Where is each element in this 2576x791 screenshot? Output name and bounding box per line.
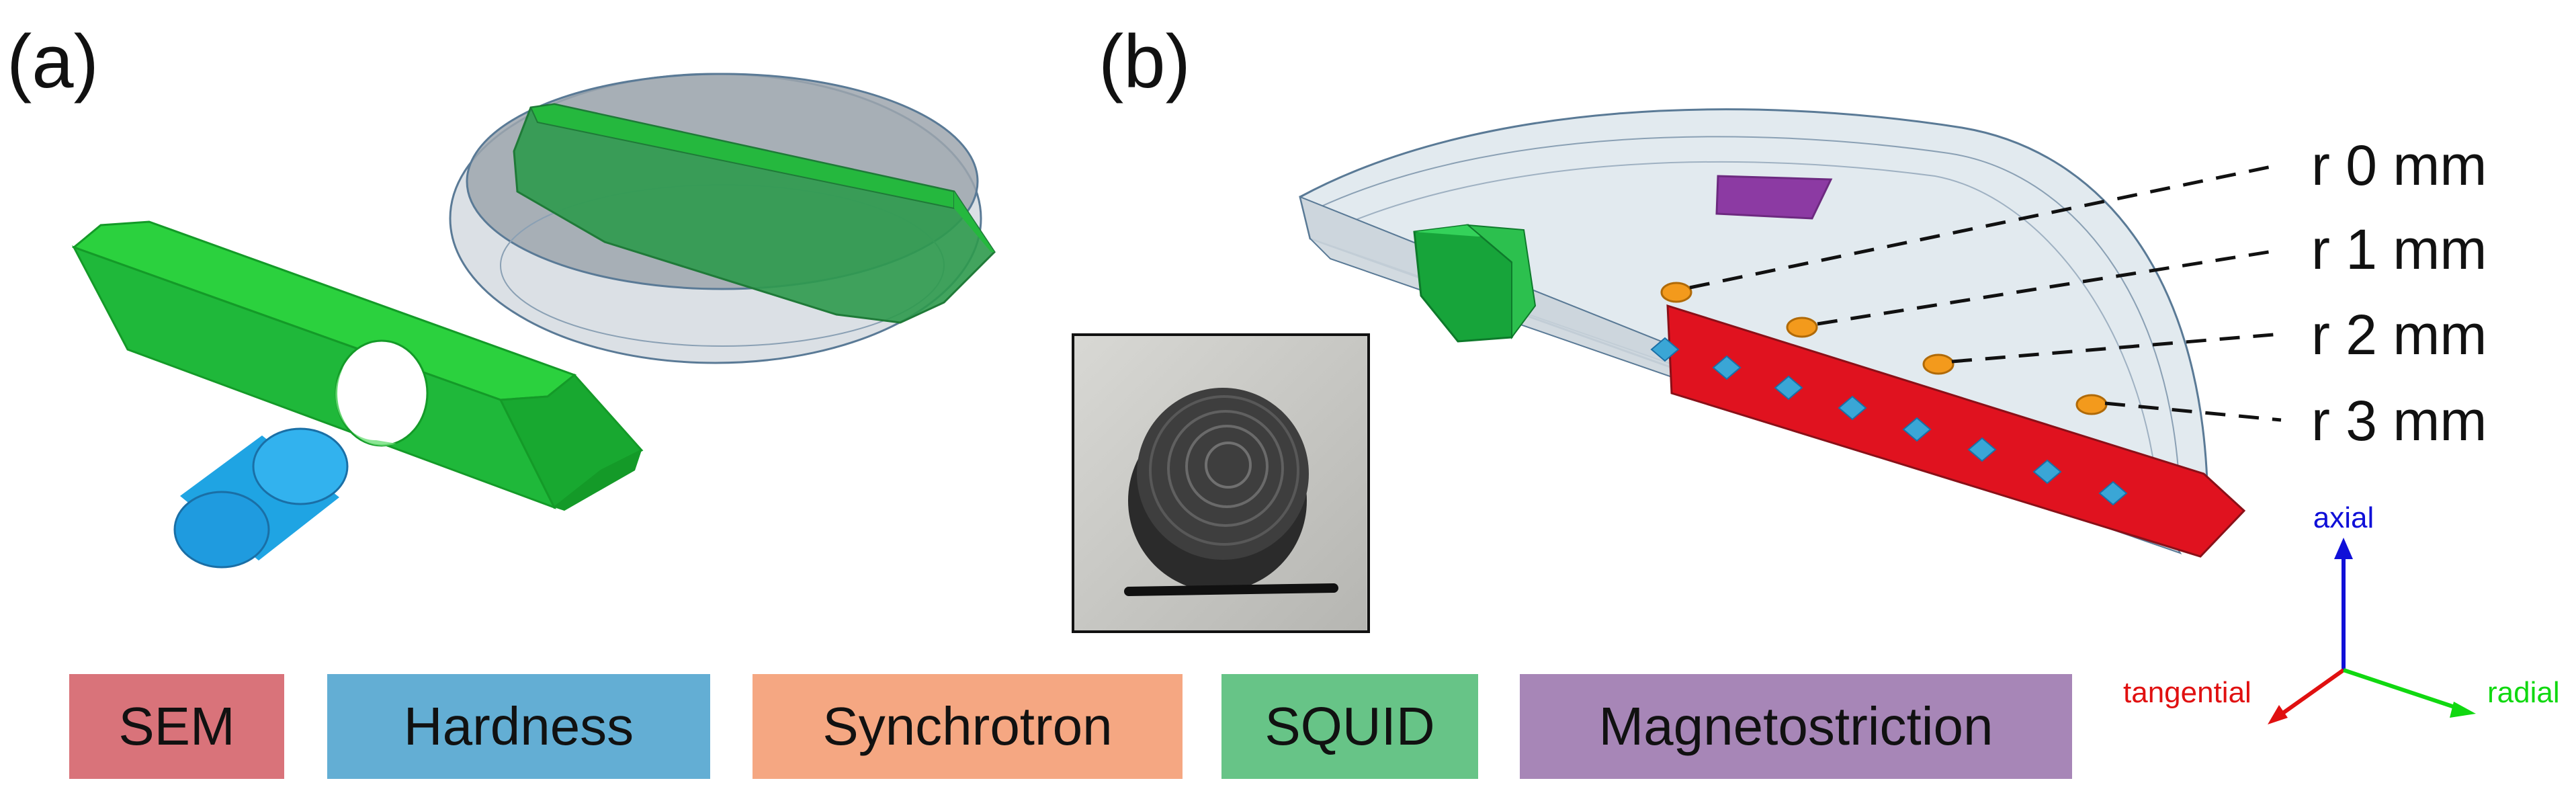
legend-squid: SQUID — [1221, 674, 1478, 779]
synchrotron-points — [1660, 282, 2108, 415]
legend-magnetostriction: Magnetostriction — [1520, 674, 2072, 779]
axial-label: axial — [2313, 501, 2374, 534]
hardness-indents — [1650, 337, 2128, 506]
radial-arrowhead — [2450, 702, 2476, 718]
legend-hardness: Hardness — [327, 674, 710, 779]
legend-synchrotron-label: Synchrotron — [822, 696, 1113, 756]
sample-photo-inset — [1072, 333, 1370, 633]
legend-magnetostriction-label: Magnetostriction — [1598, 696, 1993, 756]
magnetostriction-patch — [1715, 175, 1833, 220]
legend-sem: SEM — [69, 674, 284, 779]
legend-synchrotron: Synchrotron — [753, 674, 1183, 779]
disc-with-slab — [449, 73, 996, 364]
legend-squid-label: SQUID — [1264, 696, 1435, 756]
hardness-cylinder — [173, 427, 349, 569]
legend-hardness-label: Hardness — [403, 696, 634, 756]
panel-label-b: (b) — [1099, 19, 1191, 103]
radius-label-1: r 1 mm — [2311, 218, 2487, 281]
scale-bar — [1124, 583, 1338, 596]
radius-label-2: r 2 mm — [2311, 303, 2487, 366]
coordinate-axes — [2275, 548, 2465, 720]
radius-label-3: r 3 mm — [2311, 389, 2487, 452]
tangential-arrowhead — [2268, 705, 2288, 724]
bar-with-hole — [71, 220, 644, 511]
radius-leader-lines — [1689, 163, 2282, 422]
radial-label: radial — [2487, 676, 2560, 709]
axial-arrowhead — [2334, 538, 2353, 559]
legend-sem-label: SEM — [118, 696, 235, 756]
radius-label-0: r 0 mm — [2311, 134, 2487, 197]
panel-label-a: (a) — [7, 19, 99, 103]
half-disc-diagram — [1299, 108, 2282, 558]
tangential-label: tangential — [2123, 676, 2251, 709]
